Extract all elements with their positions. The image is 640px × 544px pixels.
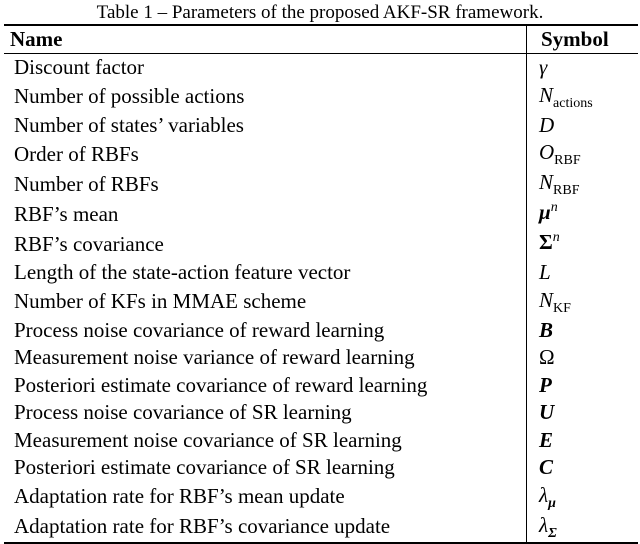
parameter-name: Order of RBFs <box>14 141 139 166</box>
table-row: Length of the state-action feature vecto… <box>4 259 638 287</box>
table-row: Posteriori estimate covariance of reward… <box>4 371 638 399</box>
parameter-symbol: L <box>526 259 638 287</box>
table-row: Posteriori estimate covariance of SR lea… <box>4 454 638 482</box>
table-row: Number of states’ variables D <box>4 111 638 139</box>
parameter-symbol: Nactions <box>526 81 638 112</box>
parameter-name: Measurement noise variance of reward lea… <box>14 345 415 370</box>
table-row: RBF’s covariance Σn <box>4 229 638 259</box>
parameter-name: Process noise covariance of reward learn… <box>14 317 385 342</box>
symbol-subscript: RBF <box>554 153 581 168</box>
parameter-symbol: Σn <box>526 229 638 259</box>
symbol-main: P <box>539 372 552 397</box>
symbol-main: L <box>539 260 551 285</box>
table-row: RBF’s mean μn <box>4 199 638 229</box>
symbol-subscript: KF <box>553 300 571 316</box>
parameter-symbol: λμ <box>526 481 638 512</box>
name-column-header: Name <box>4 24 527 54</box>
parameter-name: Number of RBFs <box>14 171 159 196</box>
symbol-main: E <box>539 427 554 452</box>
parameter-name: Measurement noise covariance of SR learn… <box>14 427 402 452</box>
table-row: Measurement noise variance of reward lea… <box>4 344 638 372</box>
parameter-name: Length of the state-action feature vecto… <box>14 260 351 285</box>
parameter-name: RBF’s covariance <box>14 231 164 256</box>
table-row: Process noise covariance of reward learn… <box>4 316 638 344</box>
table-row: Number of KFs in MMAE scheme NKF <box>4 286 638 317</box>
table-row: Discount factor γ <box>4 53 638 82</box>
parameter-symbol: U <box>526 399 638 427</box>
symbol-main: D <box>539 112 555 137</box>
table-row: Number of RBFs NRBF <box>4 169 638 199</box>
symbol-superscript: n <box>550 200 558 215</box>
parameter-symbol: ORBF <box>526 139 638 169</box>
parameter-symbol: B <box>526 316 638 344</box>
symbol-main: λ <box>539 512 549 537</box>
parameter-name: Process noise covariance of SR learning <box>14 400 352 425</box>
parameter-name: Number of states’ variables <box>14 112 244 137</box>
table-row: Number of possible actions Nactions <box>4 81 638 112</box>
parameter-symbol: E <box>526 426 638 454</box>
parameter-symbol: P <box>526 371 638 399</box>
symbol-main: Ω <box>539 345 555 370</box>
parameter-symbol: C <box>526 454 638 482</box>
symbol-main: N <box>539 287 554 312</box>
table-row: Adaptation rate for RBF’s mean update λμ <box>4 481 638 512</box>
parameter-name: Posteriori estimate covariance of reward… <box>14 372 428 397</box>
parameter-name: Discount factor <box>14 55 145 80</box>
table-row: Process noise covariance of SR learning U <box>4 399 638 427</box>
parameter-name: Adaptation rate for RBF’s covariance upd… <box>4 511 527 544</box>
symbol-main: λ <box>539 482 549 507</box>
parameter-symbol: μn <box>526 199 638 229</box>
symbol-subscript: RBF <box>553 183 580 198</box>
parameter-symbol: Ω <box>526 344 638 372</box>
table-row: Order of RBFs ORBF <box>4 139 638 169</box>
parameter-name: Number of possible actions <box>14 84 245 108</box>
symbol-main: U <box>539 400 555 425</box>
parameter-symbol: λΣ <box>526 511 638 544</box>
symbol-main: γ <box>539 55 548 80</box>
symbol-subscript: μ <box>548 495 556 511</box>
parameter-name: Posteriori estimate covariance of SR lea… <box>14 455 395 480</box>
symbol-main: N <box>539 82 554 107</box>
symbol-main: B <box>539 317 554 342</box>
parameter-symbol: γ <box>526 53 638 82</box>
symbol-subscript: actions <box>553 95 593 111</box>
parameter-symbol: D <box>526 111 638 139</box>
parameter-symbol: NRBF <box>526 169 638 199</box>
parameter-name: Number of KFs in MMAE scheme <box>14 289 307 313</box>
symbol-main: N <box>539 170 554 194</box>
parameter-name: RBF’s mean <box>14 201 119 226</box>
table-row: Measurement noise covariance of SR learn… <box>4 426 638 454</box>
parameter-symbol: NKF <box>526 286 638 317</box>
table-caption: Table 1 – Parameters of the proposed AKF… <box>96 2 544 23</box>
table-header-row: Name Symbol <box>4 24 638 54</box>
table-row: Adaptation rate for RBF’s covariance upd… <box>4 511 638 544</box>
symbol-main: C <box>539 455 554 480</box>
symbol-main: O <box>539 140 555 164</box>
symbol-superscript: n <box>552 230 560 245</box>
symbol-column-header: Symbol <box>526 24 638 54</box>
symbol-main: μ <box>539 200 551 224</box>
parameter-name: Adaptation rate for RBF’s mean update <box>14 484 345 508</box>
symbol-main: Σ <box>539 230 553 254</box>
